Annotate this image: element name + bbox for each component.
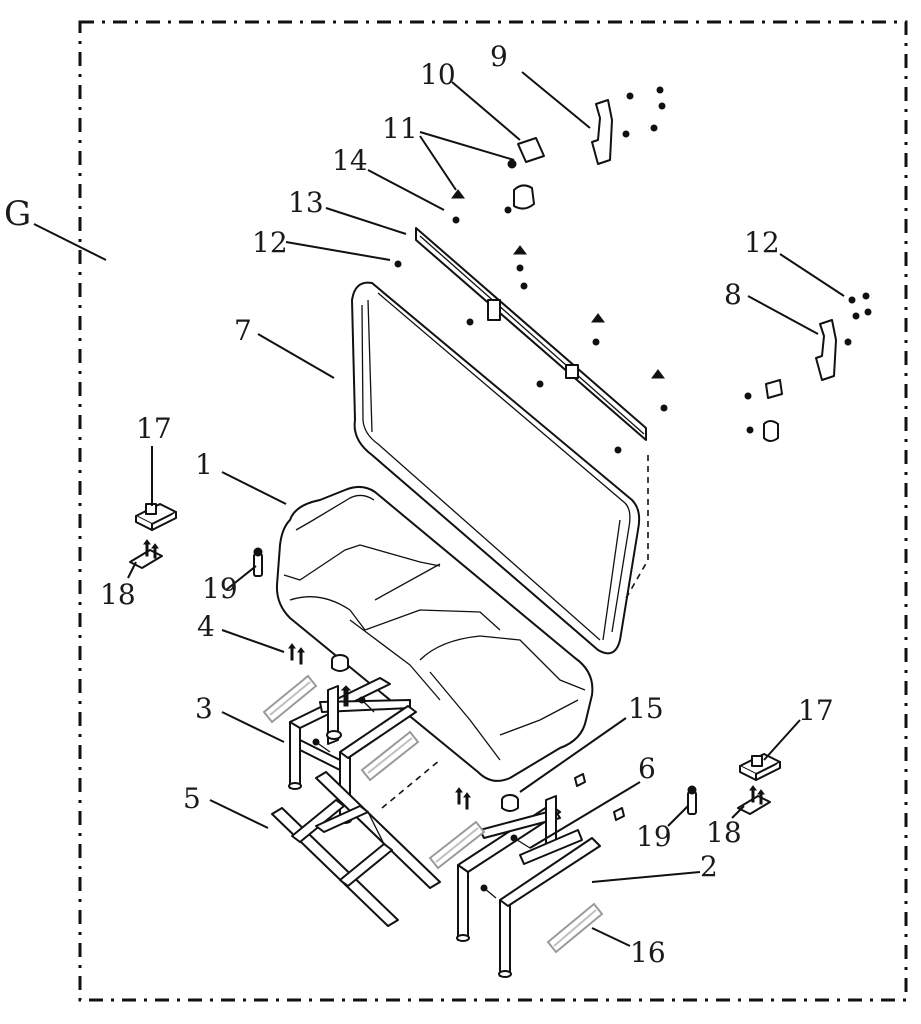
- seat-cushion-part-1: [275, 486, 594, 782]
- callout-19-right: 19: [636, 820, 672, 853]
- callout-12-left: 12: [252, 226, 288, 259]
- assembly-label-leader: [33, 223, 107, 261]
- callout-16: 16: [630, 936, 666, 969]
- callout-3: 3: [195, 692, 213, 725]
- base-frame-part-5: [271, 771, 441, 927]
- callout-7: 7: [234, 314, 252, 347]
- callout-12-right: 12: [744, 226, 780, 259]
- hidden-line-back: [624, 455, 649, 601]
- assembly-label: G: [4, 194, 31, 234]
- callout-18-right: 18: [706, 816, 742, 849]
- callout-19-left: 19: [202, 572, 238, 605]
- callout-4: 4: [197, 610, 215, 643]
- latch-pin-part-19-right: [687, 785, 697, 815]
- callout-15: 15: [628, 692, 664, 725]
- bolts-part-4: [288, 643, 471, 810]
- callout-5: 5: [183, 782, 201, 815]
- callout-leaders: [127, 71, 845, 947]
- callout-18-left: 18: [100, 578, 136, 611]
- clip-part-18-right: [737, 785, 771, 815]
- hinge-plate-part-9: [591, 86, 666, 165]
- callout-9: 9: [490, 40, 508, 73]
- back-mount-rail-part-13: [415, 227, 647, 441]
- assembly-boundary: [78, 20, 908, 1002]
- seat-frame-right-part-2: [456, 795, 601, 978]
- bracket-part-17-left: [135, 503, 177, 531]
- latch-pin-part-19-left: [253, 547, 263, 577]
- latch-part-10: [504, 137, 545, 214]
- callout-13: 13: [288, 186, 324, 219]
- callout-numbers: 1 2 3 4 5 6 7 8 9 10 11 12 12 13 14 15 1…: [100, 40, 834, 969]
- strip-pads-part-16: [262, 674, 604, 954]
- callout-17-left: 17: [136, 412, 172, 445]
- callout-11: 11: [382, 112, 418, 145]
- clip-part-18-left: [129, 539, 163, 569]
- screws-part-6: [312, 696, 625, 899]
- spacer-part-15: [326, 654, 519, 812]
- callout-14: 14: [332, 144, 368, 177]
- callout-8: 8: [724, 278, 742, 311]
- bracket-part-17-right: [739, 753, 781, 781]
- seat-back-part-7: [351, 281, 641, 655]
- hinge-plate-part-8: [744, 292, 872, 442]
- callout-17-right: 17: [798, 694, 834, 727]
- callout-1: 1: [195, 448, 213, 481]
- callout-10: 10: [420, 58, 456, 91]
- callout-6: 6: [638, 752, 656, 785]
- callout-2: 2: [700, 850, 718, 883]
- nuts-part-11-14: [394, 189, 668, 454]
